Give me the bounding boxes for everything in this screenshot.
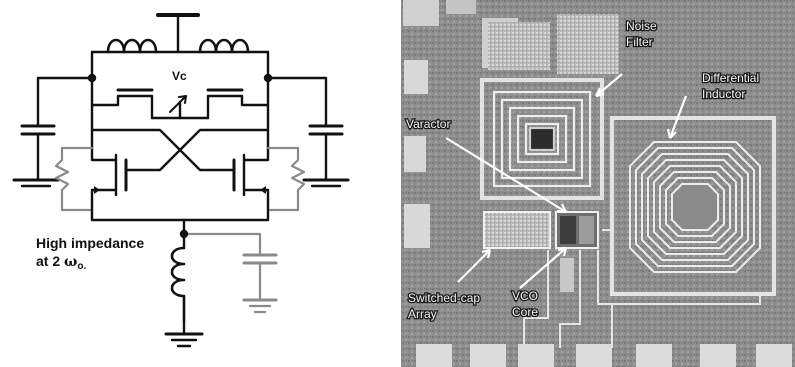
omega-subscript: o. (77, 261, 86, 272)
varactor-pair (90, 88, 270, 120)
switched-cap-label-line2: Array (408, 307, 437, 321)
vdd-supply (156, 13, 200, 54)
noise-filter-label-line1: Noise (626, 19, 657, 33)
vco-die-photo: Noise Filter Differential Inductor Varac… (401, 0, 795, 367)
cross-coupling (90, 128, 270, 172)
left-pad (404, 60, 428, 94)
impedance-label-prefix: at 2 (36, 253, 64, 269)
tail-capacitor (182, 232, 278, 314)
left-pad (404, 204, 430, 248)
switched-cap-array (483, 211, 551, 249)
left-load-capacitor (12, 76, 94, 188)
ground-bottom (164, 318, 204, 348)
vco-core-label-line2: Core (512, 305, 538, 319)
tail-node (90, 198, 270, 222)
noise-filter-inductor (480, 78, 604, 200)
vc-label: Vc (172, 69, 187, 83)
pointer-arrows (445, 73, 688, 289)
bottom-pad (636, 344, 672, 367)
switched-cap-label-line1: Switched-cap (408, 291, 480, 305)
right-nmos (242, 146, 270, 202)
noise-filter-label-line2: Filter (626, 35, 653, 49)
bottom-pad (756, 344, 792, 367)
impedance-label-line2: at 2 ωo. (36, 253, 86, 272)
impedance-label-line1: High impedance (36, 235, 144, 251)
varactor-label: Varactor (406, 117, 450, 131)
left-pad (404, 136, 426, 172)
bottom-pad (470, 344, 506, 367)
vco-core-label-line1: VCO (512, 289, 538, 303)
left-nmos (90, 146, 118, 202)
metal-routing (523, 229, 761, 348)
vco-schematic: Vc (12, 13, 350, 348)
bottom-pad (416, 344, 452, 367)
bottom-pad (576, 344, 612, 367)
right-load-capacitor (266, 76, 350, 188)
differential-inductor (610, 116, 776, 296)
right-tank-inductor (198, 38, 250, 54)
tail-inductor (170, 246, 186, 322)
bottom-pad (518, 344, 554, 367)
omega-symbol: ω (64, 254, 77, 270)
differential-inductor-label-line2: Inductor (702, 87, 745, 101)
left-tank-inductor (106, 38, 158, 54)
differential-inductor-label-line1: Differential (702, 71, 759, 85)
bottom-pad (700, 344, 736, 367)
grey-bias-network (54, 146, 306, 212)
